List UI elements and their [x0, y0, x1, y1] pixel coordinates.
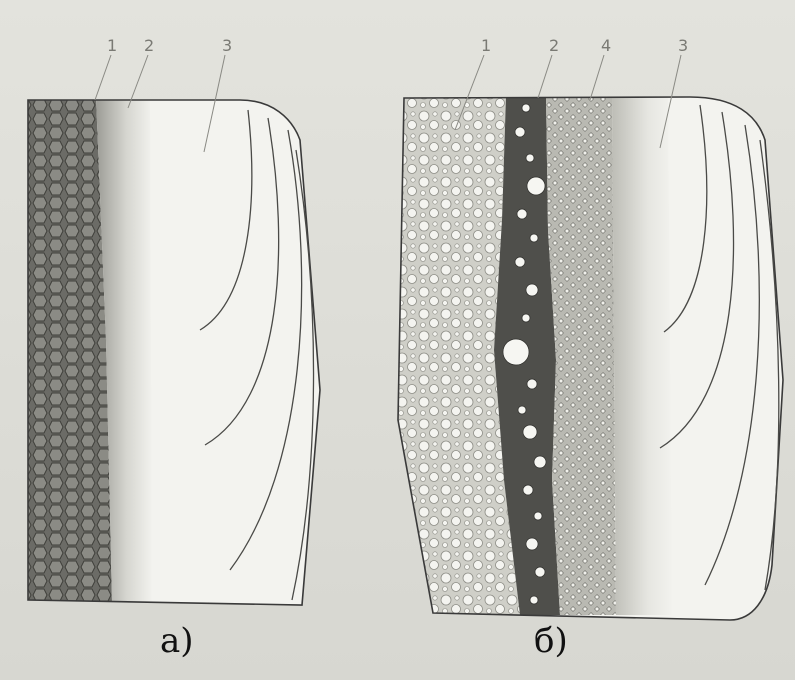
panel-b — [396, 55, 783, 620]
panel-b-callout-2: 2 — [549, 38, 559, 54]
pore — [527, 177, 545, 195]
pore — [526, 538, 538, 550]
pore — [503, 339, 529, 365]
pore — [530, 234, 538, 242]
panel-a-callout-2: 2 — [144, 38, 154, 54]
pore — [535, 567, 545, 577]
panel-a-callout-1: 1 — [107, 38, 117, 54]
pore — [526, 154, 534, 162]
pore — [523, 425, 537, 439]
panel-b-transition — [612, 96, 672, 615]
pore — [530, 596, 538, 604]
pore — [515, 257, 525, 267]
pore — [534, 456, 546, 468]
panel-b-caption: б) — [534, 624, 568, 658]
panel-b-layer-4 — [546, 96, 616, 615]
panel-b-callout-4: 4 — [601, 38, 611, 54]
pore — [523, 485, 533, 495]
pore — [522, 104, 530, 112]
pore — [534, 512, 542, 520]
pore — [517, 209, 527, 219]
panel-a — [28, 55, 320, 605]
panel-b-callout-3: 3 — [678, 38, 688, 54]
pore — [526, 284, 538, 296]
pore — [515, 127, 525, 137]
panel-a-caption: а) — [160, 624, 194, 658]
pore — [527, 379, 537, 389]
pore — [518, 406, 526, 414]
panel-b-callout-1: 1 — [481, 38, 491, 54]
pore — [522, 314, 530, 322]
panel-a-callout-3: 3 — [222, 38, 232, 54]
